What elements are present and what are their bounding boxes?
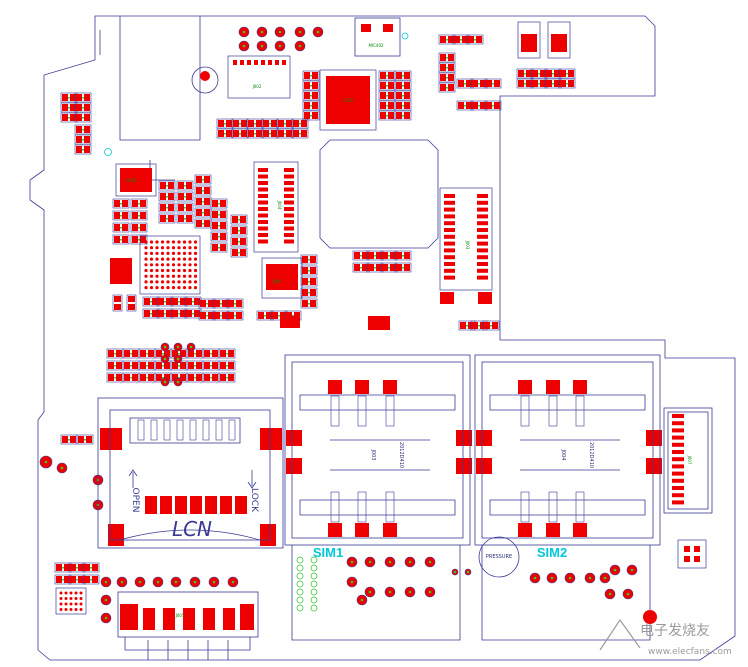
sim1-label: SIM1 (313, 545, 343, 560)
fiducial-icon (401, 32, 409, 40)
ic-label: J006 (272, 279, 282, 284)
mounting-hole-icon (191, 66, 219, 94)
watermark: 电子发烧友 www.elecfans.com (599, 618, 732, 657)
sim2-part-label: 2012D410 (588, 442, 594, 468)
bottom-connector (117, 591, 259, 660)
board-outline (29, 15, 736, 661)
pressure-sensor (478, 536, 520, 578)
mic-label: MIC402 (368, 43, 384, 48)
conn-label: J007 (687, 455, 692, 465)
sim-holder-1 (284, 354, 471, 641)
watermark-url: www.elecfans.com (648, 647, 732, 657)
lock-label: LOCK (249, 488, 259, 513)
mounting-hole-icon (200, 71, 210, 81)
ic-label: U102 (343, 98, 354, 103)
open-label: OPEN (130, 488, 140, 513)
fiducial-icon (104, 148, 112, 156)
ic-label: U106 (126, 178, 137, 183)
watermark-logo-icon (599, 618, 641, 651)
conn-label: J003 (465, 240, 470, 250)
component-footprints (39, 21, 707, 630)
arrow-up-icon (128, 469, 138, 488)
sim2-label: SIM2 (537, 545, 567, 560)
arrow-down-icon (247, 470, 257, 489)
conn-label: J004 (277, 200, 282, 210)
lcn-label: LCN (172, 517, 212, 541)
watermark-title: 电子发烧友 (640, 623, 710, 639)
sim-holder-2 (474, 354, 661, 641)
conn-label: J002 (252, 84, 262, 89)
conn-label: J005 (175, 613, 185, 618)
sim1-ref-label: J003 (370, 448, 376, 460)
pressure-label: PRESSURE (486, 554, 512, 560)
soc-outline (319, 139, 439, 249)
fiducial-icon (643, 610, 657, 624)
sim2-ref-label: J004 (560, 448, 566, 460)
side-connector (663, 407, 713, 514)
mic-component (354, 17, 401, 57)
card-holder-lcn (97, 397, 284, 549)
sim1-part-label: 2012D410 (398, 442, 404, 468)
